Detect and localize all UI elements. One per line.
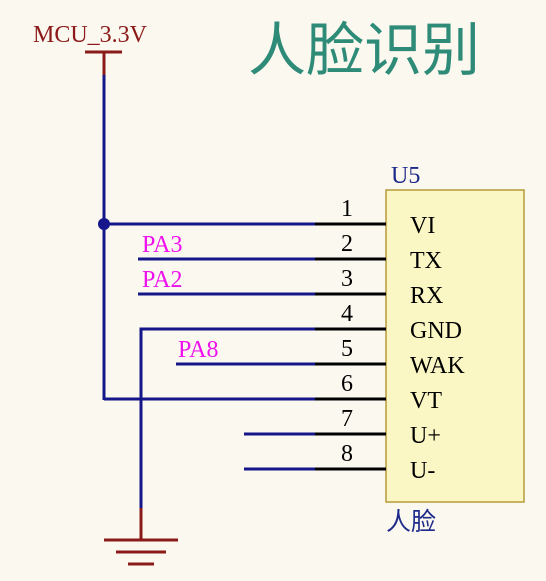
component-u5-body [385,189,525,503]
net-label-pa8: PA8 [178,337,218,363]
pin-7-number: 7 [341,406,353,432]
wires [102,75,315,508]
pin-stubs [315,222,386,471]
net-label-pa3: PA3 [142,232,182,258]
power-label: MCU_3.3V [33,22,148,48]
pin-7-name: U+ [410,423,441,449]
pin-8-number: 8 [341,441,353,467]
pin-6-number: 6 [341,371,353,397]
net-label-pa2: PA2 [142,267,182,293]
component-comment: 人脸 [386,507,436,536]
wire-pin4-gnd [139,327,315,508]
power-port-mcu-3v3 [85,50,122,75]
pin-5-number: 5 [341,336,353,362]
pin-4-name: GND [410,318,462,344]
ground-symbol [104,508,178,566]
schematic-title: 人脸识别 [248,16,480,84]
pin-1-number: 1 [341,196,353,222]
pin-2-number: 2 [341,231,353,257]
pin-3-name: RX [410,283,443,309]
component-designator: U5 [391,163,420,189]
pin-1-name: VI [410,213,435,239]
pin-8-name: U- [410,458,435,484]
pin-3-number: 3 [341,266,353,292]
pin-4-number: 4 [341,301,353,327]
pin-5-name: WAK [410,353,465,379]
pin-2-name: TX [410,248,442,274]
pin-6-name: VT [410,388,442,414]
junction-dot [98,218,110,230]
